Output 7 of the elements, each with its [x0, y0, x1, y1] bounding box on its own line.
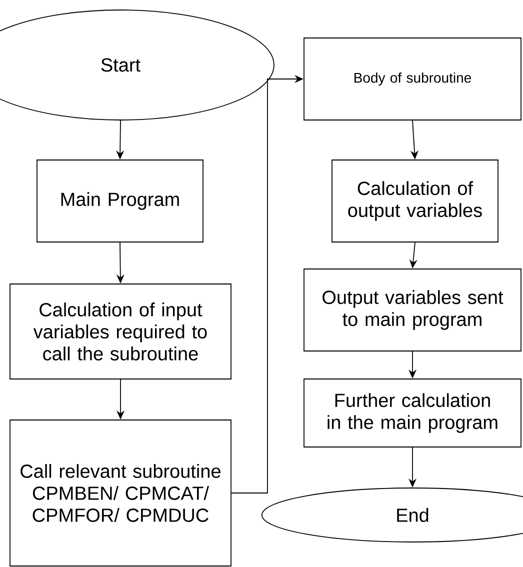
process-box: Main Program — [36, 160, 204, 242]
process-box: Calculation of output variables — [332, 160, 498, 242]
process-box: Further calculation in the main program — [304, 378, 522, 448]
process-box: Calculation of input variables required to call the subroutine — [10, 284, 232, 380]
process-box: Body of subroutine — [304, 38, 522, 120]
process-box: Call relevant subroutine CPMBEN/ CPMCAT/ CPMFOR/ CPMDUC — [10, 420, 232, 566]
process-box: Output variables sent to main program — [304, 268, 522, 352]
